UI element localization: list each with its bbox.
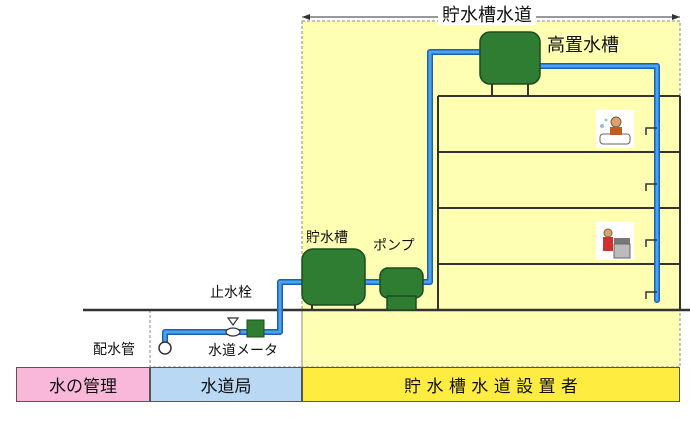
pump-label: ポンプ bbox=[373, 238, 415, 254]
storage-tank-label: 貯水槽 bbox=[306, 230, 348, 246]
band-water-management: 水の管理 bbox=[16, 367, 150, 402]
building bbox=[437, 95, 681, 310]
elevated-tank-icon bbox=[479, 31, 541, 96]
stop-valve-icon bbox=[225, 317, 241, 337]
diagram-title: 貯水槽水道 bbox=[438, 7, 536, 25]
stop-valve-label: 止水栓 bbox=[210, 285, 252, 301]
kitchen-person-icon bbox=[596, 222, 634, 260]
faucet-icon bbox=[645, 127, 657, 299]
bathtub-person-icon bbox=[596, 110, 634, 148]
storage-tank-icon bbox=[301, 248, 366, 310]
water-meter-icon bbox=[246, 319, 265, 338]
title-arrow-right bbox=[672, 14, 680, 20]
band-waterworks-bureau: 水道局 bbox=[150, 367, 302, 402]
distribution-pipe-label: 配水管 bbox=[93, 342, 135, 358]
band-installer: 貯 水 槽 水 道 設 置 者 bbox=[302, 367, 680, 402]
pump-icon bbox=[379, 267, 424, 311]
elevated-tank-label: 高置水槽 bbox=[547, 35, 619, 56]
distribution-pipe-icon bbox=[158, 341, 172, 355]
water-meter-label: 水道メータ bbox=[208, 343, 278, 359]
title-arrow-left bbox=[302, 14, 310, 20]
